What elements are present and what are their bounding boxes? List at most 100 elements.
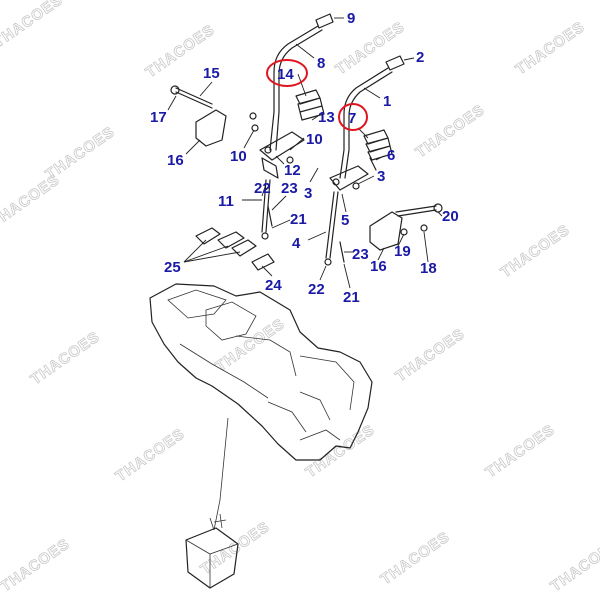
watermark: THACOES: [333, 18, 409, 78]
plate-24: [251, 253, 275, 271]
console-inner-line-5: [267, 401, 307, 433]
part-label-16b: 16: [370, 258, 387, 275]
part-label-8: 8: [317, 55, 325, 72]
pin-right: [339, 241, 345, 263]
part-label-17: 17: [150, 109, 167, 126]
leader-24: [261, 265, 273, 277]
leader-10a: [289, 137, 305, 151]
watermark: THACOES: [0, 535, 73, 595]
control-rod-right-outline: [329, 191, 339, 259]
watermark: THACOES: [483, 421, 559, 481]
part-label-1: 1: [383, 93, 391, 110]
washer-left: [286, 156, 294, 164]
mount-bolt-15: [175, 87, 213, 105]
mount-bolt-20: [395, 205, 437, 213]
leader-21b: [343, 263, 351, 289]
leader-14: [297, 73, 307, 97]
left-lever-assembly: [170, 13, 334, 240]
plate-25a: [195, 227, 221, 245]
rod-joint-left: [261, 232, 269, 240]
part-label-25: 25: [164, 259, 181, 276]
leader-12: [275, 155, 285, 165]
leader-21a: [271, 219, 291, 229]
lever-base-bracket-left: [259, 131, 305, 161]
leader-5: [341, 193, 347, 213]
part-label-24: 24: [265, 277, 282, 294]
cover-plates: [195, 227, 275, 271]
mount-bracket-left: [195, 109, 227, 147]
leader-7: [357, 127, 369, 139]
watermark: THACOES: [198, 518, 274, 578]
washer-right: [352, 182, 360, 190]
part-label-3b: 3: [377, 168, 385, 185]
part-label-10a: 10: [306, 131, 323, 148]
part-label-18: 18: [420, 260, 437, 277]
connector-box: [185, 527, 239, 589]
leader-22a: [261, 183, 267, 197]
leader-17: [167, 95, 177, 111]
console-inner-line-6: [299, 429, 341, 441]
lever-rod-right: [339, 67, 389, 179]
watermark: THACOES: [28, 328, 104, 388]
part-label-22b: 22: [308, 281, 325, 298]
watermark: THACOES: [0, 0, 66, 51]
leader-25c: [183, 251, 241, 263]
part-label-13: 13: [318, 109, 335, 126]
part-label-21a: 21: [290, 211, 307, 228]
control-rod-right: [325, 191, 335, 259]
console-cup: [205, 301, 257, 341]
console-outline: [149, 283, 373, 461]
connector-pins: [209, 513, 227, 531]
part-label-14: 14: [277, 66, 294, 83]
plate-25c: [231, 239, 257, 257]
lever-knob-right: [385, 55, 405, 71]
leader-3b: [357, 175, 375, 185]
console-body: [149, 283, 373, 461]
lever-boot-left: [295, 89, 325, 121]
right-lever-assembly: [324, 55, 443, 266]
watermark: THACOES: [393, 325, 469, 385]
leader-16b: [377, 247, 385, 261]
lever-boot-right: [363, 129, 393, 161]
watermark: THACOES: [413, 101, 489, 161]
mount-bracket-right: [369, 211, 403, 251]
watermark: THACOES: [513, 18, 589, 78]
part-label-3a: 3: [304, 185, 312, 202]
part-label-23b: 23: [352, 246, 369, 263]
part-label-22a: 22: [254, 180, 271, 197]
part-label-16a: 16: [167, 152, 184, 169]
part-label-7: 7: [348, 110, 356, 127]
console-top-recess: [167, 289, 227, 319]
watermark: THACOES: [213, 315, 289, 375]
leader-8: [295, 43, 315, 59]
bolt-head-20: [433, 203, 443, 213]
console-inner-line-1: [235, 335, 297, 377]
part-label-5: 5: [341, 212, 349, 229]
rod-joint-right: [324, 258, 332, 266]
leader-2: [403, 57, 415, 61]
mount-bolt-20-outline: [397, 209, 437, 217]
bolt-18: [420, 224, 428, 232]
part-label-23a: 23: [281, 180, 298, 197]
part-label-4: 4: [292, 235, 301, 252]
part-labels: 9 8 2 14 1 15 13 7 17 10 10 16 12 6 3 3 …: [150, 10, 459, 306]
leader-23a: [271, 195, 287, 211]
lever-knob-left: [315, 13, 334, 29]
part-label-21b: 21: [343, 289, 360, 306]
control-rod-left: [261, 179, 267, 233]
lever-rod-left: [269, 25, 319, 151]
leader-18: [423, 231, 429, 263]
pin-left: [267, 205, 273, 227]
console-inner-line-3: [299, 355, 355, 411]
console-inner-line-2: [179, 343, 269, 399]
leader-20: [437, 211, 443, 217]
watermark: THACOES: [0, 171, 63, 231]
pivot-bolt-left: [264, 146, 272, 154]
spring-6: [369, 157, 377, 171]
watermark: THACOES: [378, 528, 454, 588]
lever-base-bracket-right: [329, 165, 369, 191]
highlight-circle-7: [338, 103, 368, 131]
